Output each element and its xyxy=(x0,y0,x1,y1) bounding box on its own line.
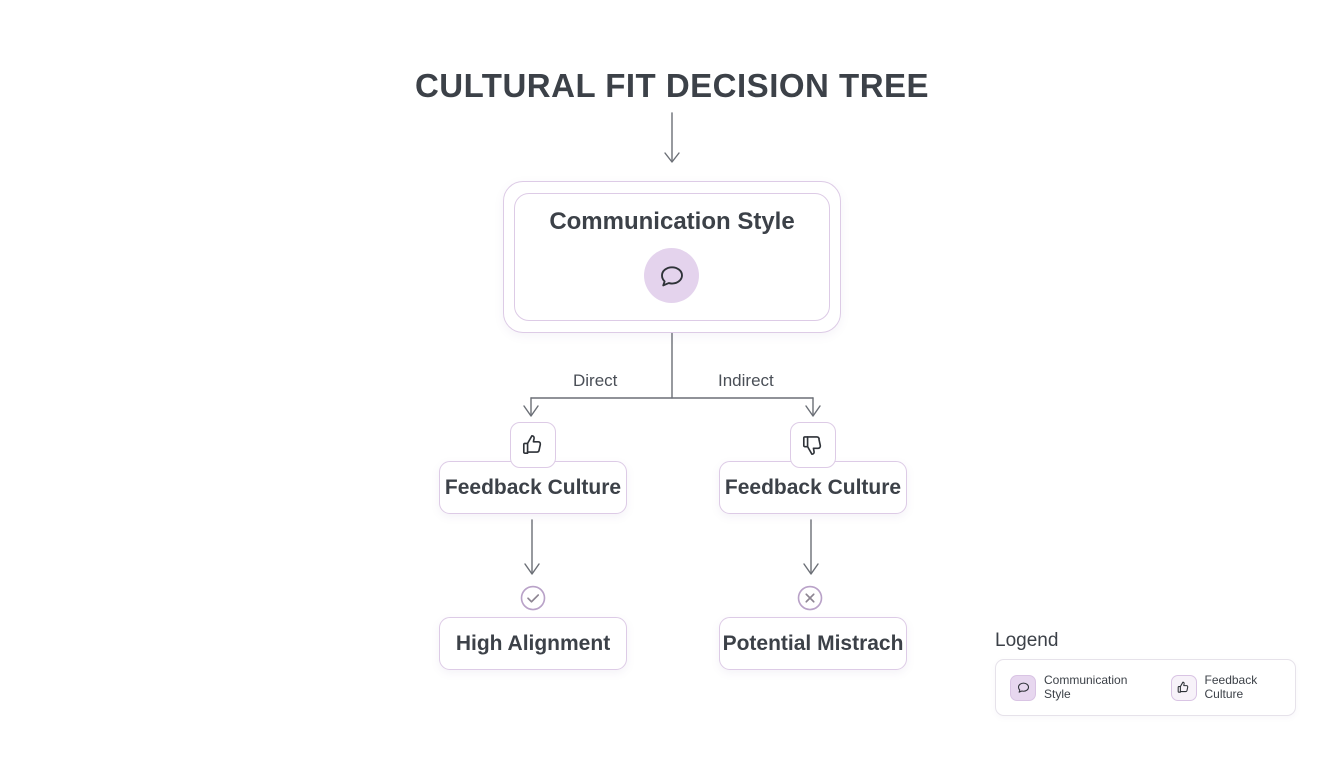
page-title: CULTURAL FIT DECISION TREE xyxy=(414,67,930,104)
node-feedback-culture-direct[interactable]: Feedback Culture xyxy=(439,461,627,514)
node-label: High Alignment xyxy=(455,631,611,655)
node-label: Potential Mistrach xyxy=(722,631,904,655)
x-circle-icon xyxy=(795,583,825,613)
legend-item-communication-style[interactable]: Communication Style xyxy=(1010,672,1137,702)
root-node-label: Communication Style xyxy=(549,208,795,235)
branch-label-direct: Direct xyxy=(573,371,618,390)
check-circle-icon xyxy=(518,583,548,613)
legend-panel: Communication Style Feedback Culture xyxy=(995,659,1296,716)
speech-bubble-icon xyxy=(1010,674,1036,701)
speech-bubble-icon xyxy=(644,248,699,303)
thumbs-up-icon xyxy=(510,422,556,468)
node-feedback-culture-indirect[interactable]: Feedback Culture xyxy=(719,461,907,514)
branch-label-indirect: Indirect xyxy=(718,371,774,390)
node-label: Feedback Culture xyxy=(444,475,622,499)
legend-item-feedback-culture[interactable]: Feedback Culture xyxy=(1170,672,1281,702)
legend-item-label: Communication Style xyxy=(1044,672,1128,701)
legend-item-label: Feedback Culture xyxy=(1204,672,1258,701)
legend-title: Logend xyxy=(995,630,1059,651)
thumbs-down-icon xyxy=(790,422,836,468)
node-potential-mistrach[interactable]: Potential Mistrach xyxy=(719,617,907,670)
thumbs-up-icon xyxy=(1170,674,1197,701)
node-label: Feedback Culture xyxy=(724,475,902,499)
node-high-alignment[interactable]: High Alignment xyxy=(439,617,627,670)
